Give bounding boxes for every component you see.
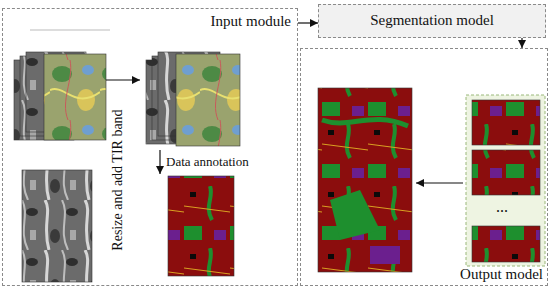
flow-arrow: [521, 38, 522, 48]
output-tile: [472, 100, 540, 145]
annotation-image: [168, 176, 234, 276]
step-label: Resize and add TIR band: [110, 109, 126, 250]
flow-arrow: [298, 22, 318, 23]
module-region: Output model: [300, 48, 548, 286]
node-title: Input module: [211, 13, 291, 30]
module-region: Input module: [2, 8, 298, 286]
step-label: Data annotation: [166, 155, 249, 170]
decor-line: [30, 30, 110, 31]
rgb-image: [44, 54, 106, 140]
process-arrow: [416, 182, 463, 183]
process-arrow: [106, 79, 140, 80]
rgb-image: [176, 54, 240, 146]
segment-patch: [330, 190, 380, 240]
process-arrow: [159, 150, 160, 174]
ellipsis-mark: ...: [496, 198, 508, 216]
segment-patch: [370, 246, 400, 264]
segment-patch: [322, 120, 408, 126]
output-tile: [472, 150, 540, 195]
output-tile: [472, 226, 540, 262]
segmentation-result: [318, 88, 412, 272]
node-title: Output model: [460, 266, 543, 283]
tir-image: [22, 170, 92, 282]
tile-group: [466, 95, 545, 266]
node-title: Segmentation model: [370, 12, 494, 29]
process-box: Segmentation model: [318, 4, 546, 38]
